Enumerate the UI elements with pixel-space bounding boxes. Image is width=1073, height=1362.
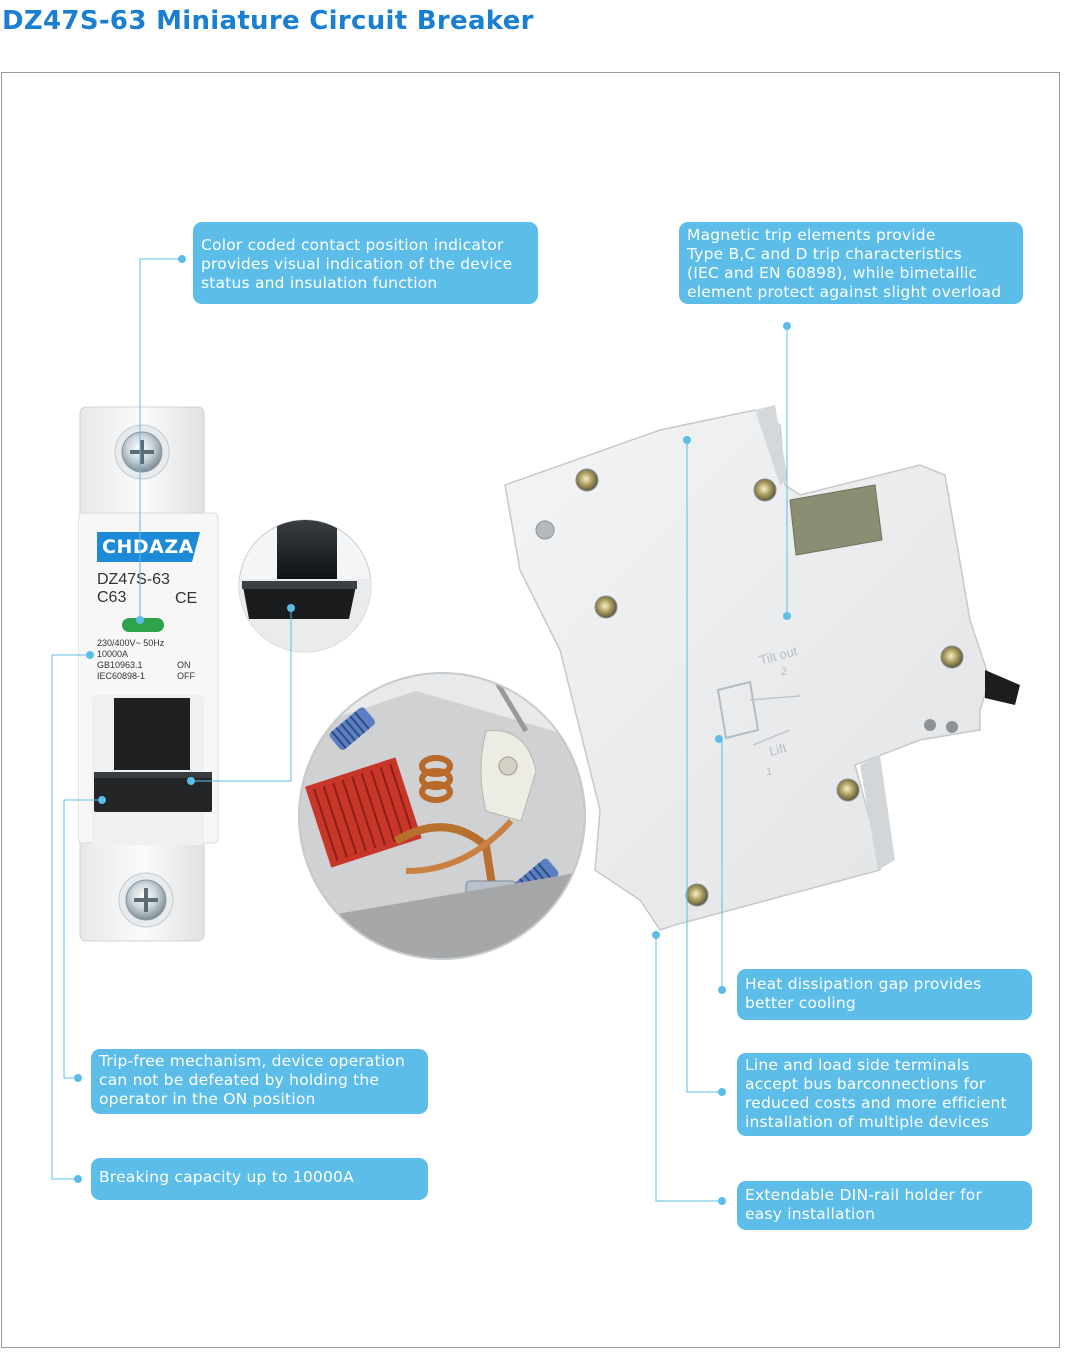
callout-indicator-line: provides visual indication of the device [201,255,513,273]
standard-2-label: IEC60898-1 [97,671,146,681]
callout-magnetic-line: Type B,C and D trip characteristics [687,245,962,263]
callout-terminals-line: reduced costs and more efficient [745,1094,1007,1112]
callout-breaking-line: Breaking capacity up to 10000A [99,1168,354,1186]
content-frame [1,72,1060,1348]
callout-terminals-line: accept bus barconnections for [745,1075,986,1093]
callout-din-rail: Extendable DIN-rail holder for easy inst… [737,1181,1032,1230]
breaker-side-view [504,405,1020,931]
callout-heat-line: better cooling [745,994,856,1012]
callout-breaking-capacity: Breaking capacity up to 10000A [91,1158,428,1200]
model-label: DZ47S-63 [97,571,170,588]
step-2-marking: 2 [781,666,788,678]
callout-trip-free-line: Trip-free mechanism, device operation [99,1052,406,1070]
callout-indicator-line: Color coded contact position indicator [201,236,504,254]
voltage-label: 230/400V~ 50Hz [97,638,165,648]
page-title: DZ47S-63 Miniature Circuit Breaker [2,6,534,36]
callout-indicator-line: status and insulation function [201,274,438,292]
callout-heat-dissipation: Heat dissipation gap provides better coo… [737,969,1032,1020]
callout-trip-free-line: operator in the ON position [99,1090,316,1108]
callout-trip-free: Trip-free mechanism, device operation ca… [91,1049,428,1114]
off-label: OFF [177,671,195,681]
callout-magnetic-line: (IEC and EN 60898), while bimetallic [687,264,978,282]
standard-1-label: GB10963.1 [97,660,143,670]
rating-label: C63 [97,589,127,606]
callout-terminals-line: Line and load side terminals [745,1056,970,1074]
callout-din-line: easy installation [745,1205,876,1223]
lever-detail-circle [238,519,372,653]
ce-mark: CE [175,590,198,607]
brand-logo-text: CHDAZA [102,536,194,558]
callout-terminals: Line and load side terminals accept bus … [737,1053,1032,1136]
callout-trip-free-line: can not be defeated by holding the [99,1071,380,1089]
callout-terminals-line: installation of multiple devices [745,1113,989,1131]
capacity-label: 10000A [97,649,129,659]
step-1-marking: 1 [766,766,773,778]
callout-magnetic-line: element protect against slight overload [687,283,1002,301]
callout-din-line: Extendable DIN-rail holder for [745,1186,983,1204]
callout-heat-line: Heat dissipation gap provides [745,975,982,993]
callout-magnetic-line: Magnetic trip elements provide [687,226,936,244]
on-label: ON [177,660,191,670]
internal-mechanism-circle [298,672,586,960]
callout-indicator: Color coded contact position indicator p… [193,222,538,304]
callout-magnetic-trip: Magnetic trip elements provide Type B,C … [679,222,1023,304]
